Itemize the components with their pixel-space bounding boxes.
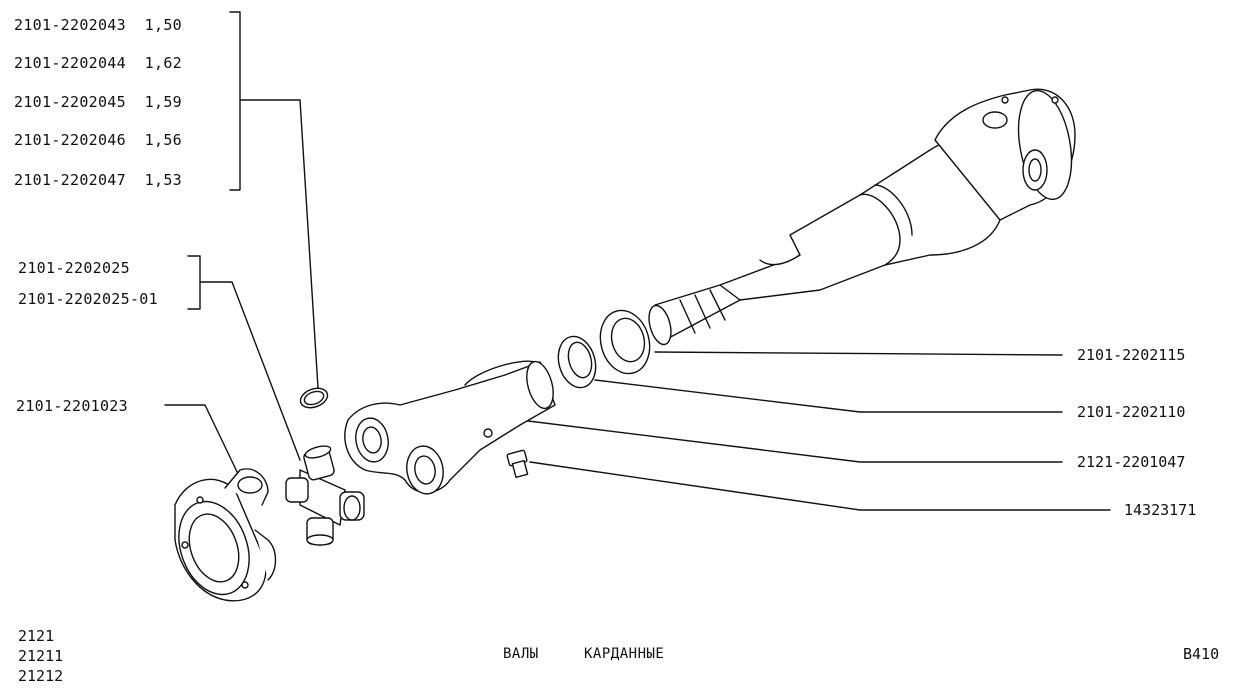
cross-label-2: 2101-2202025-01 xyxy=(18,290,158,308)
variant-row-3: 2101-2202045 1,59 xyxy=(14,93,182,111)
shaft-tube xyxy=(648,138,1001,346)
variant-code: 2101-2202047 xyxy=(14,171,126,189)
cross-label-1: 2101-2202025 xyxy=(18,259,130,277)
page-title-part-1: ВАЛЫ xyxy=(503,646,539,662)
label-14323171: 14323171 xyxy=(1124,501,1197,519)
variant-value: 1,56 xyxy=(144,131,182,149)
flange-leader xyxy=(164,404,241,479)
model-2121: 2121 xyxy=(18,627,55,645)
lock-ring xyxy=(299,387,329,409)
leader-2101-2202115 xyxy=(654,351,1063,356)
variant-code: 2101-2202046 xyxy=(14,131,126,149)
variant-group-bracket xyxy=(229,11,319,389)
cross-group-bracket xyxy=(187,255,301,461)
model-21211: 21211 xyxy=(18,647,64,665)
variant-row-5: 2101-2202047 1,53 xyxy=(14,171,182,189)
variant-value: 1,50 xyxy=(144,16,182,34)
variant-row-4: 2101-2202046 1,56 xyxy=(14,131,182,149)
page-code: В410 xyxy=(1183,645,1220,663)
rear-yoke xyxy=(934,88,1076,221)
flange-yoke xyxy=(174,468,277,602)
variant-code: 2101-2202043 xyxy=(14,16,126,34)
leader-2121-2201047 xyxy=(519,419,1063,463)
variant-value: 1,53 xyxy=(144,171,182,189)
seal-cap xyxy=(599,309,651,375)
variant-value: 1,59 xyxy=(144,93,182,111)
model-21212: 21212 xyxy=(18,667,64,685)
sliding-yoke xyxy=(344,360,556,495)
grease-plug xyxy=(506,449,529,479)
universal-joint-cross xyxy=(285,445,365,546)
label-2101-2202115: 2101-2202115 xyxy=(1077,346,1186,364)
leader-2101-2202110 xyxy=(594,379,1063,413)
flange-label: 2101-2201023 xyxy=(16,397,128,415)
variant-row-2: 2101-2202044 1,62 xyxy=(14,54,182,72)
seal-ring xyxy=(557,335,597,389)
label-2101-2202110: 2101-2202110 xyxy=(1077,403,1186,421)
variant-code: 2101-2202044 xyxy=(14,54,126,72)
variant-value: 1,62 xyxy=(144,54,182,72)
leader-14323171 xyxy=(529,461,1111,511)
variant-row-1: 2101-2202043 1,50 xyxy=(14,16,182,34)
variant-code: 2101-2202045 xyxy=(14,93,126,111)
label-2121-2201047: 2121-2201047 xyxy=(1077,453,1186,471)
page-title-part-2: КАРДАННЫЕ xyxy=(584,646,665,662)
